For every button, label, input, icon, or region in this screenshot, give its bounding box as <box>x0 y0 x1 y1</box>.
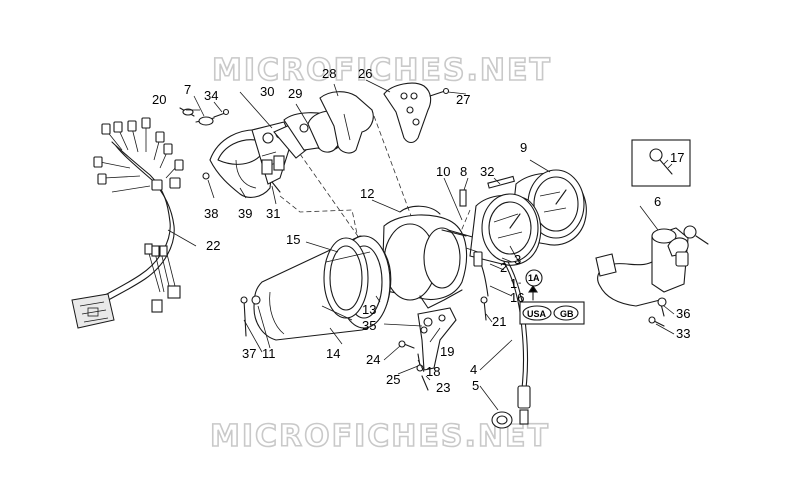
usa-badge <box>522 305 552 321</box>
gb-badge <box>553 305 579 321</box>
callout-15: 15 <box>286 232 300 247</box>
mounting-plates <box>273 82 450 159</box>
callout-25: 25 <box>386 372 400 387</box>
callout-10: 10 <box>436 164 450 179</box>
callout-28: 28 <box>322 66 336 81</box>
speedo-cable <box>473 251 531 429</box>
svg-text:-: - <box>518 278 521 289</box>
callout-3: 3 <box>514 252 521 267</box>
callout-30: 30 <box>260 84 274 99</box>
tachometer-icon <box>465 193 542 266</box>
callout-24: 24 <box>366 352 380 367</box>
callout-22: 22 <box>206 238 220 253</box>
callout-31: 31 <box>266 206 280 221</box>
callout-5: 5 <box>472 378 479 393</box>
callout-8: 8 <box>460 164 467 179</box>
usa-badge-label: USA <box>527 309 547 319</box>
callout-23: 23 <box>436 380 450 395</box>
callout-6: 6 <box>654 194 661 209</box>
callout-33: 33 <box>676 326 690 341</box>
ignition-key-icon <box>631 139 691 187</box>
callout-38: 38 <box>204 206 218 221</box>
callout-16: 16 <box>510 290 524 305</box>
watermark-bottom: MICROFICHES.NET <box>210 419 550 454</box>
callout-32: 32 <box>480 164 494 179</box>
connector-parts-20-7-34 <box>179 107 230 126</box>
callout-29: 29 <box>288 86 302 101</box>
callout-27: 27 <box>456 92 470 107</box>
screws-37-11 <box>240 295 261 337</box>
callout-11: 11 <box>262 346 276 361</box>
callout-35: 35 <box>362 318 376 333</box>
callout-19: 19 <box>440 344 454 359</box>
small-parts-10-8-32 <box>441 175 515 237</box>
callout-20: 20 <box>152 92 166 107</box>
variant-1a-circle <box>525 269 543 287</box>
leader-lines <box>167 79 675 411</box>
watermark-top: MICROFICHES.NET <box>212 53 552 88</box>
callout-numbers: 20 7 34 30 29 28 26 27 38 39 31 22 12 15… <box>152 66 690 395</box>
wiring-harness-icon <box>71 117 184 329</box>
callout-9: 9 <box>520 140 527 155</box>
version-badges: USA GB 1A <box>519 269 585 325</box>
callout-7: 7 <box>184 82 191 97</box>
callout-17: 17 <box>670 150 684 165</box>
callout-2: 2 <box>500 260 507 275</box>
callout-21: 21 <box>492 314 506 329</box>
callout-18: 18 <box>426 364 440 379</box>
callout-39: 39 <box>238 206 252 221</box>
instrument-panel <box>253 205 477 341</box>
ignition-switch <box>595 225 709 327</box>
callout-13: 13 <box>362 302 376 317</box>
callout-14: 14 <box>326 346 340 361</box>
callout-34: 34 <box>204 88 218 103</box>
callout-26: 26 <box>358 66 372 81</box>
callout-4: 4 <box>470 362 477 377</box>
callout-12: 12 <box>360 186 374 201</box>
variant-1a-label: 1A <box>528 273 540 283</box>
callout-36: 36 <box>676 306 690 321</box>
callout-37: 37 <box>242 346 256 361</box>
gb-badge-label: GB <box>560 309 574 319</box>
callout-1: 1 <box>510 276 517 291</box>
